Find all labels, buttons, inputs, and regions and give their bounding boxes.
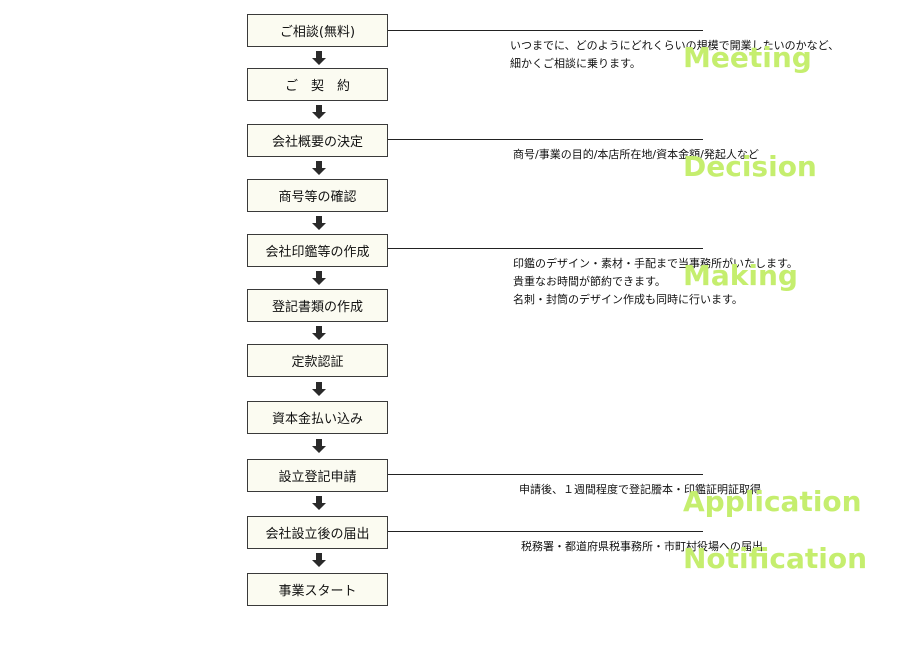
note-line: 申請後、１週間程度で登記謄本・印鑑証明証取得 [519,483,761,496]
connector-line-consultation [388,30,703,31]
step-capital-payment: 資本金払い込み [247,401,388,434]
arrow-down-icon [312,105,326,119]
step-post-notification: 会社設立後の届出 [247,516,388,549]
arrow-down-icon [312,51,326,65]
step-trade-name-check: 商号等の確認 [247,179,388,212]
step-registration-docs: 登記書類の作成 [247,289,388,322]
step-business-start: 事業スタート [247,573,388,606]
arrow-down-icon [312,271,326,285]
tag-meeting: Meeting [683,41,812,74]
step-consultation: ご相談(無料) [247,14,388,47]
arrow-down-icon [312,553,326,567]
step-registration-application: 設立登記申請 [247,459,388,492]
note-decision: 商号/事業の目的/本店所在地/資本金額/発起人など [513,146,759,164]
tag-notification: Notification [683,542,868,575]
step-contract: ご 契 約 [247,68,388,101]
note-line: 細かくご相談に乗ります。 [510,57,641,70]
note-line: 名刺・封筒のデザイン作成も同時に行います。 [513,293,743,306]
step-seal-creation: 会社印鑑等の作成 [247,234,388,267]
arrow-down-icon [312,382,326,396]
note-application: 申請後、１週間程度で登記謄本・印鑑証明証取得 [519,481,761,499]
tag-decision: Decision [683,150,817,183]
connector-line-registration-application [388,474,703,475]
arrow-down-icon [312,326,326,340]
arrow-down-icon [312,216,326,230]
note-line: 印鑑のデザイン・素材・手配まで当事務所がいたします。 [513,257,798,270]
connector-line-company-outline [388,139,703,140]
note-making: 印鑑のデザイン・素材・手配まで当事務所がいたします。 貴重なお時間が節約できます… [513,255,798,309]
connector-line-post-notification [388,531,703,532]
tag-making: Making [683,259,798,292]
note-line: いつまでに、どのようにどれくらいの規模で開業したいのかなど、 [510,39,840,52]
note-line: 税務署・都道府県税事務所・市町村役場への届出 [521,540,763,553]
note-meeting: いつまでに、どのようにどれくらいの規模で開業したいのかなど、 細かくご相談に乗り… [510,37,839,73]
step-company-outline: 会社概要の決定 [247,124,388,157]
note-line: 貴重なお時間が節約できます。 [513,275,666,288]
connector-line-seal-creation [388,248,703,249]
note-line: 商号/事業の目的/本店所在地/資本金額/発起人など [513,148,759,161]
step-articles-certification: 定款認証 [247,344,388,377]
arrow-down-icon [312,496,326,510]
arrow-down-icon [312,439,326,453]
arrow-down-icon [312,161,326,175]
note-notification: 税務署・都道府県税事務所・市町村役場への届出 [521,538,763,556]
tag-application: Application [683,485,862,518]
